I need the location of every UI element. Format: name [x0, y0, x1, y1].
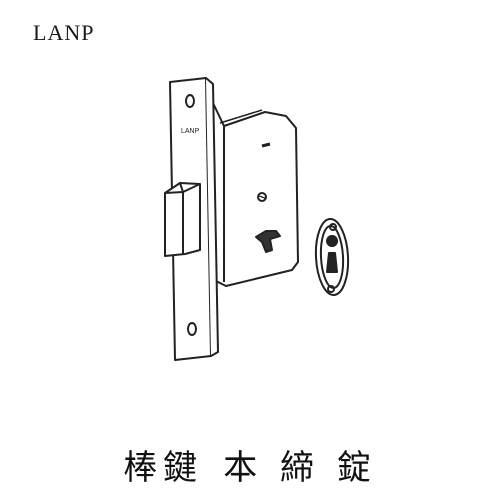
faceplate-bottom-screw-icon [187, 322, 197, 336]
caption-part1: 棒鍵 [123, 448, 204, 488]
escutcheon-top-screw-icon [329, 223, 337, 231]
keyhole-icon [326, 252, 338, 273]
caption-part2: 本 締 錠 [223, 448, 377, 488]
case-screw-icon [257, 192, 267, 202]
case-slot [261, 142, 271, 148]
lock-case-outline [212, 102, 299, 287]
escutcheon-bottom-screw-icon [327, 285, 335, 293]
key-cam-icon [255, 230, 281, 253]
brand-label: LANP [33, 20, 95, 45]
faceplate-top-screw-icon [185, 94, 195, 108]
product-caption: 棒鍵 本 締 錠 [0, 440, 500, 489]
faceplate-mark: LANP [181, 128, 200, 135]
